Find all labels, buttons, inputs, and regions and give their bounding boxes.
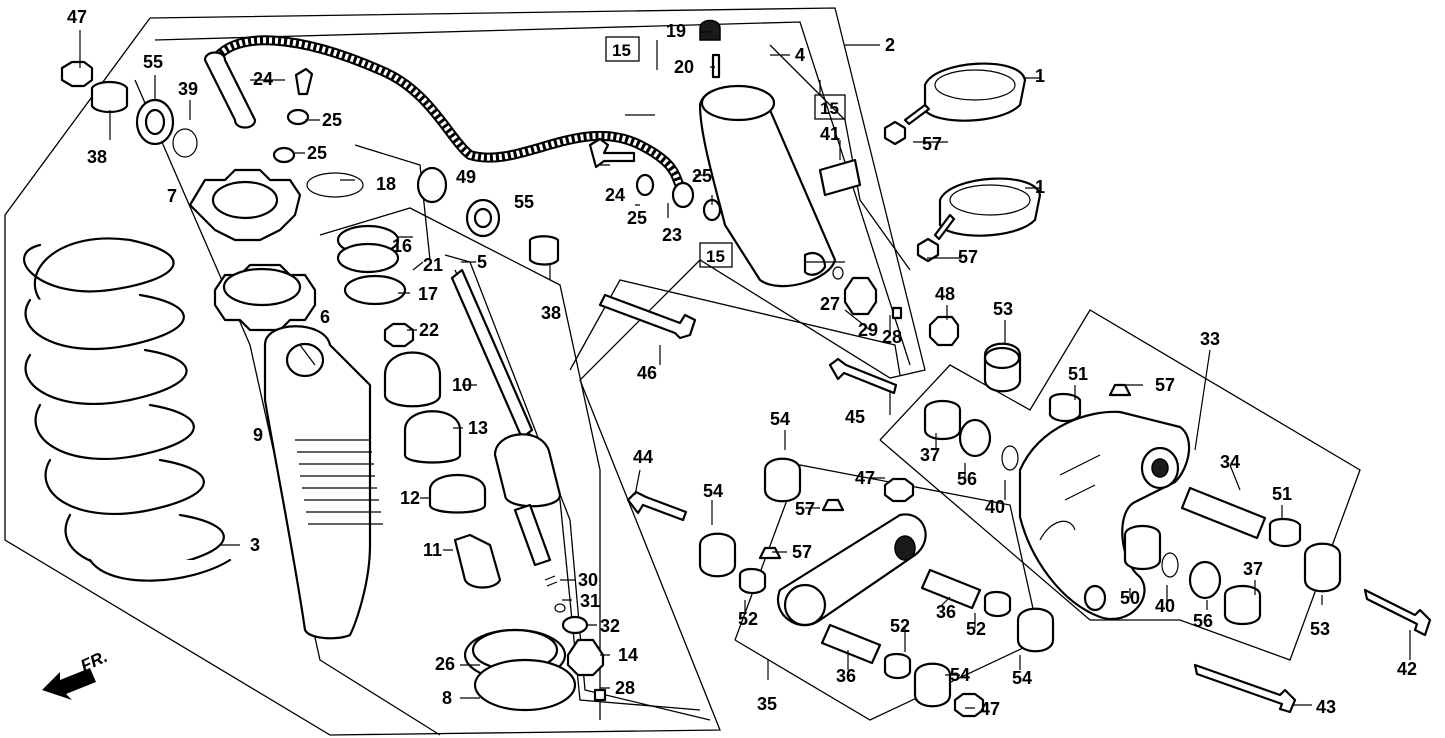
shock-spring: [23, 237, 232, 582]
callout-1: 1: [1035, 66, 1045, 86]
callout-49: 49: [456, 167, 476, 187]
callout-43: 43: [1316, 697, 1336, 717]
callout-40: 40: [985, 497, 1005, 517]
callout-17: 17: [418, 284, 438, 304]
callout-5: 5: [477, 252, 487, 272]
callout-1b: 1: [1035, 177, 1045, 197]
callout-8: 8: [442, 688, 452, 708]
callout-30: 30: [578, 570, 598, 590]
callout-31: 31: [580, 591, 600, 611]
callout-33: 33: [1200, 329, 1220, 349]
callout-16: 16: [392, 236, 412, 256]
callout-56b: 56: [1193, 611, 1213, 631]
callout-50: 50: [1120, 588, 1140, 608]
callout-41: 41: [820, 124, 840, 144]
callout-numbers: 1 1 2 3 4 5 6 7 8 9 10 11 12 13 14 16 17…: [67, 7, 1417, 719]
callout-36b: 36: [936, 602, 956, 622]
callout-32: 32: [600, 616, 620, 636]
callout-10: 10: [452, 375, 472, 395]
callout-20: 20: [674, 57, 694, 77]
callout-38: 38: [87, 147, 107, 167]
callout-57b: 57: [795, 499, 815, 519]
front-direction-indicator: FR.: [42, 647, 111, 700]
ref-box-1: [605, 36, 640, 62]
callout-2: 2: [885, 35, 895, 55]
callout-52b: 52: [890, 616, 910, 636]
callout-51: 51: [1068, 364, 1088, 384]
ref-box-2: [814, 94, 846, 120]
callout-23: 23: [662, 225, 682, 245]
callout-58b: 57: [958, 247, 978, 267]
callout-55: 55: [143, 52, 163, 72]
callout-3: 3: [250, 535, 260, 555]
callout-25b: 25: [307, 143, 327, 163]
callout-13: 13: [468, 418, 488, 438]
callout-47c: 47: [980, 699, 1000, 719]
callout-12: 12: [400, 488, 420, 508]
callout-57: 57: [1155, 375, 1175, 395]
callout-11: 11: [423, 540, 442, 560]
ref-box-label-1: 15: [612, 41, 631, 60]
callout-18: 18: [376, 174, 396, 194]
callout-26: 26: [435, 654, 455, 674]
callout-55b: 55: [514, 192, 534, 212]
callout-40b: 40: [1155, 596, 1175, 616]
callout-36: 36: [836, 666, 856, 686]
leader-lines: [79, 30, 1411, 709]
direction-arrow-icon: [42, 668, 96, 700]
callout-38b: 38: [541, 303, 561, 323]
callout-19: 19: [666, 21, 686, 41]
callout-44: 44: [633, 447, 653, 467]
callout-4: 4: [795, 45, 805, 65]
callout-45: 45: [845, 407, 865, 427]
callout-54: 54: [770, 409, 790, 429]
callout-34: 34: [1220, 452, 1240, 472]
callout-53: 53: [993, 299, 1013, 319]
callout-27: 27: [820, 294, 840, 314]
callout-53b: 53: [1310, 619, 1330, 639]
callout-52c: 52: [966, 619, 986, 639]
callout-6: 6: [320, 307, 330, 327]
group-frames: [4, 7, 1361, 736]
callout-29: 29: [858, 320, 878, 340]
callout-25d: 25: [692, 166, 712, 186]
callout-9: 9: [253, 425, 263, 445]
callout-28b: 28: [615, 678, 635, 698]
callout-51b: 51: [1272, 484, 1292, 504]
callout-52: 52: [738, 609, 758, 629]
callout-24b: 24: [605, 185, 625, 205]
callout-24: 24: [253, 69, 273, 89]
callout-47b: 47: [855, 468, 875, 488]
callout-25c: 25: [627, 208, 647, 228]
callout-58: 57: [922, 134, 942, 154]
callout-42: 42: [1397, 659, 1417, 679]
callout-22: 22: [419, 320, 439, 340]
ref-box-label-3: 15: [706, 247, 725, 266]
callout-54d: 54: [950, 665, 970, 685]
callout-57c: 57: [792, 542, 812, 562]
parts: [60, 19, 1432, 718]
callout-7: 7: [167, 186, 177, 206]
ref-box-3: [699, 242, 733, 268]
ref-boxes: 15 15 15: [605, 36, 846, 268]
callout-14: 14: [618, 645, 638, 665]
callout-54b: 54: [703, 481, 723, 501]
callout-46: 46: [637, 363, 657, 383]
callout-37b: 37: [1243, 559, 1263, 579]
callout-28: 28: [882, 327, 902, 347]
callout-54c: 54: [1012, 668, 1032, 688]
callout-47: 47: [67, 7, 87, 27]
callout-21: 21: [423, 255, 443, 275]
callout-56: 56: [957, 469, 977, 489]
ref-box-label-2: 15: [820, 99, 839, 118]
callout-25: 25: [322, 110, 342, 130]
callout-39: 39: [178, 79, 198, 99]
callout-35: 35: [757, 694, 777, 714]
callout-48: 48: [935, 284, 955, 304]
callout-37: 37: [920, 445, 940, 465]
